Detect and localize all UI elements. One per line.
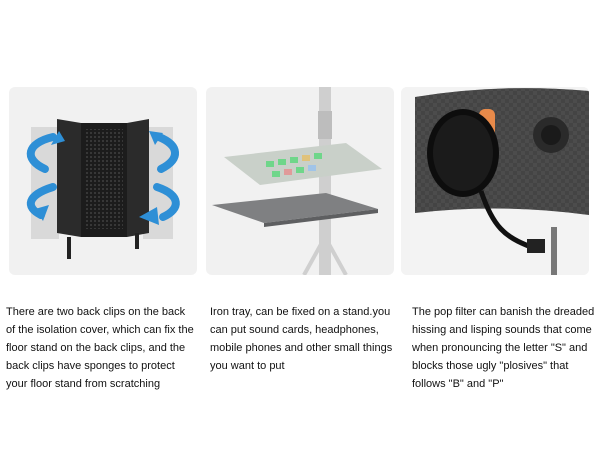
perforation-pattern (85, 129, 123, 229)
pop-filter-illustration (401, 87, 589, 275)
caption-line: hissing and lisping sounds that come (412, 324, 592, 336)
caption-line: blocks those ugly "plosives" that (412, 360, 569, 372)
caption-line: back clips have sponges to protect (6, 360, 175, 372)
rotation-arrows (26, 133, 180, 221)
shield-right-panel (127, 119, 149, 237)
isolation-shield-illustration (26, 119, 180, 259)
caption-line: you want to put (210, 360, 285, 372)
sound-card (224, 143, 382, 185)
mic-stand (551, 227, 557, 275)
caption-line: The pop filter can banish the dreaded (412, 306, 595, 318)
pop-filter-image (401, 87, 589, 275)
iron-tray-illustration (212, 87, 382, 275)
clamp (527, 239, 545, 253)
caption-line: your floor stand from scratching (6, 378, 161, 390)
arrow-heads (35, 131, 163, 225)
pole-clamp (318, 111, 332, 139)
iron-tray-image (206, 87, 394, 275)
caption-line: can put sound cards, headphones, (210, 324, 379, 336)
caption-line: follows "B" and "P" (412, 378, 504, 390)
caption-line: There are two back clips on the back (6, 306, 186, 318)
caption-line: mobile phones and other small things (210, 342, 393, 354)
caption-line: when pronouncing the letter "S" and (412, 342, 588, 354)
isolation-shield-image (9, 87, 197, 275)
caption-line: of the isolation cover, which can fix th… (6, 324, 194, 336)
caption-line: Iron tray, can be fixed on a stand.you (210, 306, 391, 318)
caption-iron-tray: Iron tray, can be fixed on a stand.you c… (210, 303, 392, 375)
caption-isolation-shield: There are two back clips on the back of … (6, 303, 194, 393)
stand-leg-left (67, 237, 71, 259)
iron-tray (212, 193, 378, 223)
caption-pop-filter: The pop filter can banish the dreaded hi… (412, 303, 594, 393)
gooseneck (478, 190, 532, 250)
stand-base (302, 236, 348, 275)
caption-line: floor stand on the back clips, and the (6, 342, 186, 354)
sound-card-pads (266, 153, 322, 177)
stand-leg-right (135, 233, 139, 249)
shield-left-panel (57, 119, 81, 237)
